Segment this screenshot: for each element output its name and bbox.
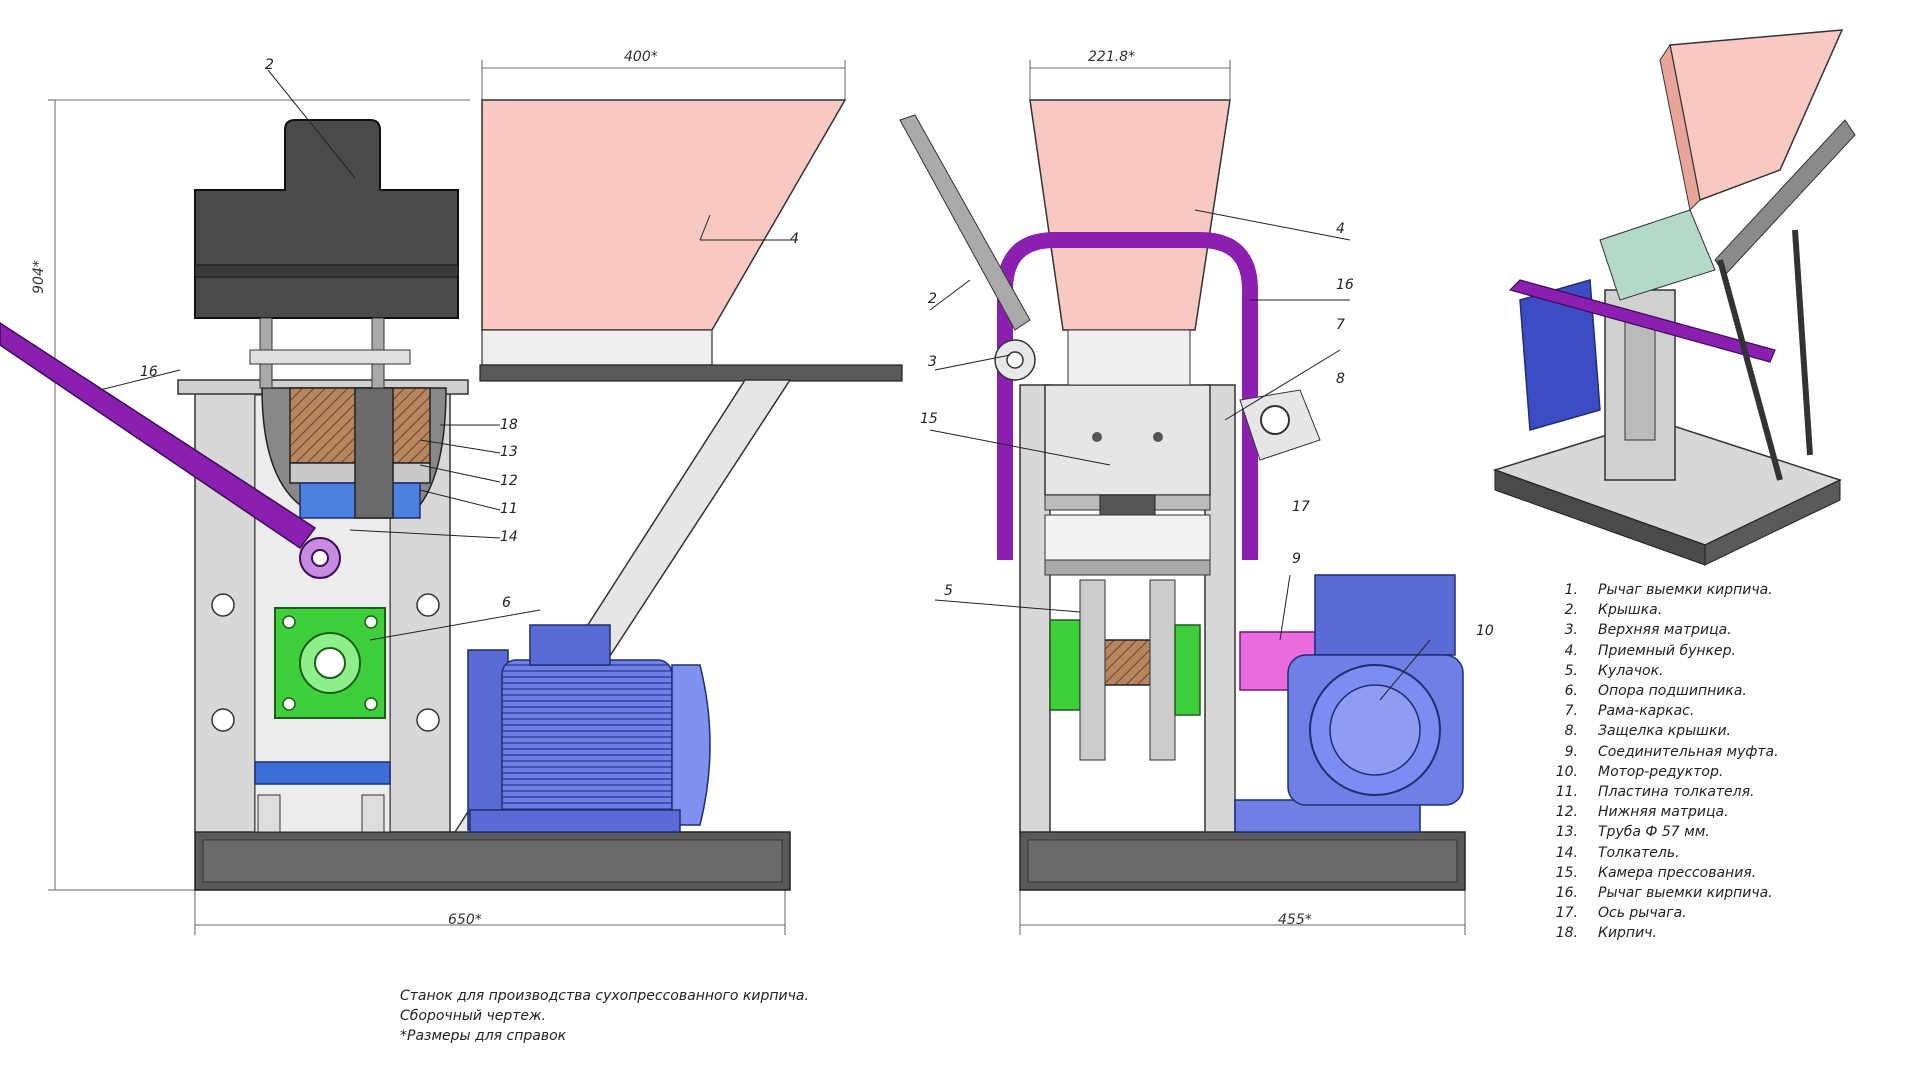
legend-item-text: Соединительная муфта. [1598,743,1779,760]
callout-side-18: 18 [500,417,518,433]
side-view [0,60,903,935]
legend-item: 10. Мотор-редуктор. [1530,762,1910,782]
dimension-side-top-width: 400* [624,49,658,65]
callout-front-7: 7 [1336,317,1345,333]
legend-item-text: Рычаг выемки кирпича. [1598,582,1773,599]
legend-item-number: 17. [1555,905,1578,922]
legend-item-text: Верхняя матрица. [1598,622,1732,639]
legend-item-text: Крышка. [1598,602,1663,619]
parts-legend: 1. Рычаг выемки кирпича. 2. Крышка. 3. Верхня… [1530,580,1910,943]
legend-item-number: 4. [1564,642,1578,659]
callout-front-16: 16 [1336,277,1354,293]
legend-item-number: 15. [1555,864,1578,881]
legend-item: 4. Приемный бункер. [1530,641,1910,661]
hopper-front [1029,99,1231,331]
side-dimensions [48,60,846,935]
legend-item-text: Защелка крышки. [1598,723,1731,740]
legend-item-number: 11. [1555,783,1578,800]
legend-item-number: 14. [1555,844,1578,861]
callout-front-3: 3 [928,354,937,370]
legend-item-number: 10. [1555,763,1578,780]
legend-item-number: 16. [1555,884,1578,901]
callout-front-10: 10 [1476,623,1494,639]
lever-side [0,322,341,579]
legend-item: 17. Ось рычага. [1530,903,1910,923]
isometric-view [1492,29,1856,566]
legend-item: 14. Толкатель. [1530,842,1910,862]
legend-item: 18. Кирпич. [1530,923,1910,943]
callout-front-8: 8 [1336,371,1345,387]
legend-item: 13. Труба Ф 57 мм. [1530,822,1910,842]
legend-item-text: Кирпич. [1598,925,1657,942]
legend-item-number: 3. [1564,622,1578,639]
callout-front-4: 4 [1336,221,1345,237]
callout-front-9: 9 [1292,551,1301,567]
dimension-front-base-width: 455* [1278,912,1312,928]
legend-item: 6. Опора подшипника. [1530,681,1910,701]
legend-item-number: 18. [1555,925,1578,942]
legend-item-text: Нижняя матрица. [1598,804,1729,821]
legend-item-text: Труба Ф 57 мм. [1598,824,1710,841]
motor-front [1287,574,1464,806]
legend-item-text: Рычаг выемки кирпича. [1598,884,1773,901]
legend-item: 16. Рычаг выемки кирпича. [1530,883,1910,903]
legend-item: 7. Рама-каркас. [1530,701,1910,721]
callout-side-16: 16 [140,364,158,380]
legend-item-number: 1. [1564,582,1578,599]
legend-item: 9. Соединительная муфта. [1530,742,1910,762]
legend-item-text: Кулачок. [1598,662,1664,679]
legend-item: 1. Рычаг выемки кирпича. [1530,580,1910,600]
legend-item-number: 9. [1564,743,1578,760]
lever-front [997,232,1258,560]
legend-item-text: Мотор-редуктор. [1598,763,1724,780]
callout-side-2: 2 [265,57,274,73]
legend-item: 12. Нижняя матрица. [1530,802,1910,822]
legend-item-number: 6. [1564,683,1578,700]
legend-item-number: 2. [1564,602,1578,619]
cam-front [1049,579,1201,761]
callout-side-13: 13 [500,444,518,460]
motor-side [467,624,711,833]
legend-item-number: 7. [1564,703,1578,720]
legend-item-text: Приемный бункер. [1598,642,1736,659]
callout-side-6: 6 [502,595,511,611]
legend-item-text: Рама-каркас. [1598,703,1695,720]
callout-front-15: 15 [920,411,938,427]
dimension-side-base-width: 650* [448,912,482,928]
dimension-front-top-width: 221.8* [1088,49,1136,65]
drawing-notes: Станок для производства сухопрессованног… [400,988,809,1048]
legend-item-text: Толкатель. [1598,844,1680,861]
callout-front-17: 17 [1292,499,1310,515]
legend-item-text: Опора подшипника. [1598,683,1747,700]
legend-item-number: 13. [1555,824,1578,841]
legend-item-number: 5. [1564,662,1578,679]
callout-front-5: 5 [944,583,953,599]
dimension-side-height: 904* [30,260,47,294]
legend-item: 11. Пластина толкателя. [1530,782,1910,802]
callout-front-2: 2 [928,291,937,307]
callout-side-4: 4 [790,231,799,247]
callout-side-14: 14 [500,529,518,545]
legend-item-text: Ось рычага. [1598,905,1687,922]
hopper-side [481,99,847,331]
front-view [899,60,1466,935]
legend-item: 15. Камера прессования. [1530,863,1910,883]
bearing-support-side [274,607,386,719]
drawing-footnote: *Размеры для справок [400,1028,567,1044]
lid-side [194,119,459,319]
legend-item-text: Пластина толкателя. [1598,783,1755,800]
legend-item-text: Камера прессования. [1598,864,1757,881]
legend-item: 2. Крышка. [1530,600,1910,620]
callout-side-11: 11 [500,501,518,517]
legend-item: 8. Защелка крышки. [1530,721,1910,741]
legend-item-number: 12. [1555,804,1578,821]
drawing-subtitle: Сборочный чертеж. [400,1008,547,1024]
legend-item: 3. Верхняя матрица. [1530,620,1910,640]
legend-item-number: 8. [1564,723,1578,740]
legend-item: 5. Кулачок. [1530,661,1910,681]
drawing-title: Станок для производства сухопрессованног… [400,988,809,1004]
callout-side-12: 12 [500,473,518,489]
